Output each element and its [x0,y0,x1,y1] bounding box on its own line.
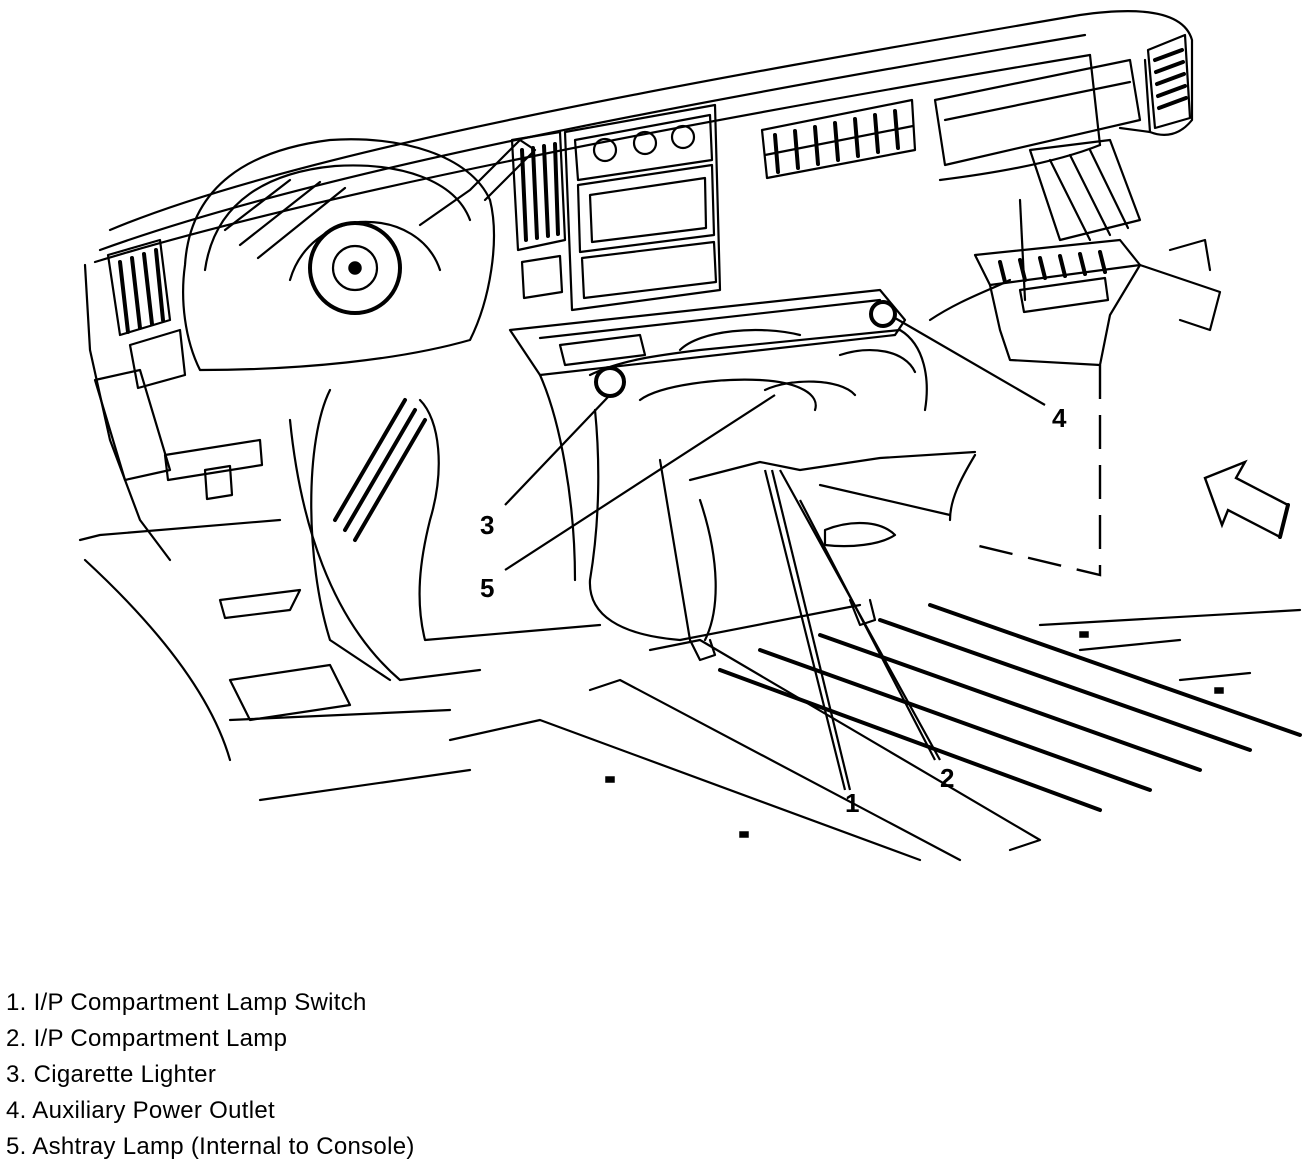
center-console [508,288,977,662]
legend-item: 3. Cigarette Lighter [6,1061,217,1088]
leader-1a [770,469,852,791]
legend-item: 2. I/P Compartment Lamp [6,1025,288,1052]
right-air-vent [1146,33,1192,130]
callout-number-2: 2 [940,763,955,793]
instrument-cluster [182,138,537,372]
instrument-panel-diagram [78,10,1302,862]
callout-number-4: 4 [1052,403,1067,433]
radio-stack [563,103,722,312]
callout-leaders [504,317,1046,791]
compartment-bin [973,238,1222,367]
leader-3 [504,396,609,506]
dashboard-outline [93,10,1194,264]
legend-item: 4. Auxiliary Power Outlet [6,1097,275,1124]
left-center-air-vent [510,130,567,300]
leader-1b [763,469,847,791]
legend-item: 5. Ashtray Lamp (Internal to Console) [6,1133,415,1160]
callout-number-3: 3 [480,510,495,540]
lower-left-panel [78,263,302,762]
callout-number-1: 1 [845,788,860,818]
leader-2b [799,499,936,761]
legend-list: 1. I/P Compartment Lamp Switch 2. I/P Co… [6,985,415,1165]
left-air-vent [106,238,187,390]
removal-guide [974,365,1102,577]
center-air-vent [760,98,917,180]
legend-item: 1. I/P Compartment Lamp Switch [6,989,367,1016]
left-floor [228,663,472,802]
right-body-line [928,278,1012,522]
glove-box [933,58,1142,167]
direction-arrow-icon [1203,459,1290,539]
callout-number-5: 5 [480,573,495,603]
leader-4 [894,317,1046,406]
leader-5 [504,394,776,571]
seat-area [288,388,602,682]
